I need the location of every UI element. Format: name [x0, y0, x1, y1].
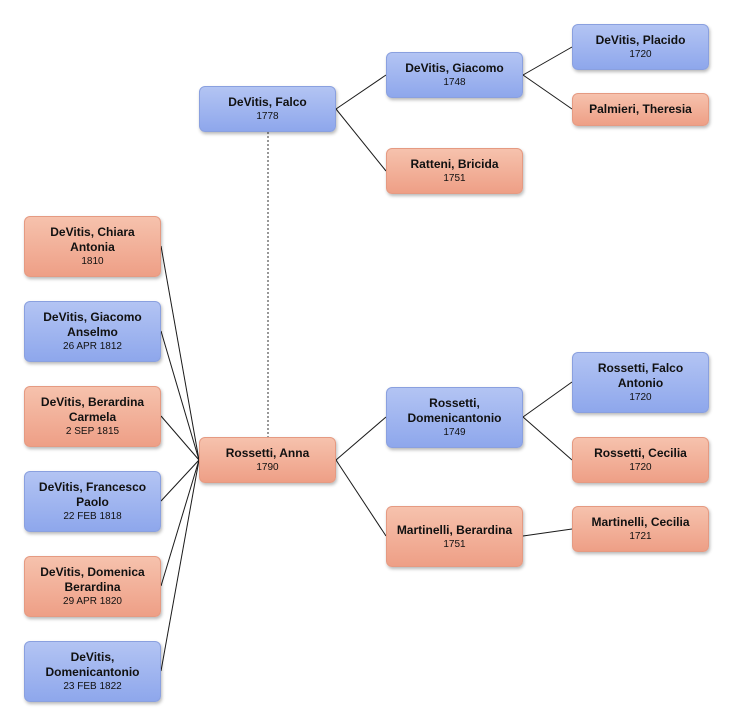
person-date: 1720	[629, 392, 652, 403]
line-child-domenicantonio	[160, 459, 200, 672]
person-date: 1751	[443, 173, 466, 184]
person-card-giacomo-anselmo[interactable]: DeVitis, Giacomo Anselmo 26 APR 1812	[24, 301, 161, 362]
person-card-falco[interactable]: DeVitis, Falco 1778	[199, 86, 336, 132]
line-domenicantonio-cecilia	[522, 416, 573, 461]
person-date: 1720	[629, 49, 652, 60]
person-date: 23 FEB 1822	[63, 681, 122, 692]
person-date: 1720	[629, 462, 652, 473]
line-domenicantonio-falco-antonio	[522, 381, 573, 418]
line-child-francesco	[160, 459, 200, 502]
person-name: Rossetti, Domenicantonio	[407, 396, 502, 425]
person-date: 26 APR 1812	[63, 341, 122, 352]
person-name: DeVitis, Berardina Carmela	[40, 395, 145, 424]
person-date: 2 SEP 1815	[65, 426, 120, 437]
line-anna-domenicantonio	[335, 416, 387, 461]
person-name: Martinelli, Cecilia	[591, 515, 690, 529]
person-name: DeVitis, Francesco Paolo	[38, 480, 147, 509]
person-card-falco-antonio[interactable]: Rossetti, Falco Antonio 1720	[572, 352, 709, 413]
line-giacomo-placido	[522, 46, 573, 76]
person-date: 1748	[443, 77, 466, 88]
person-date: 1790	[256, 462, 279, 473]
person-card-domenicantonio[interactable]: Rossetti, Domenicantonio 1749	[386, 387, 523, 448]
person-card-berardina[interactable]: Martinelli, Berardina 1751	[386, 506, 523, 567]
person-card-placido[interactable]: DeVitis, Placido 1720	[572, 24, 709, 70]
person-card-bricida[interactable]: Ratteni, Bricida 1751	[386, 148, 523, 194]
person-date: 1721	[629, 531, 652, 542]
person-card-domenica[interactable]: DeVitis, Domenica Berardina 29 APR 1820	[24, 556, 161, 617]
person-name: DeVitis, Giacomo Anselmo	[43, 310, 142, 339]
person-card-domenicantonio-child[interactable]: DeVitis, Domenicantonio 23 FEB 1822	[24, 641, 161, 702]
person-card-cecilia-martinelli[interactable]: Martinelli, Cecilia 1721	[572, 506, 709, 552]
person-date: 1749	[443, 427, 466, 438]
person-name: DeVitis, Falco	[228, 95, 307, 109]
line-child-domenica	[160, 459, 200, 587]
person-name: Rossetti, Anna	[225, 446, 310, 460]
person-name: DeVitis, Domenicantonio	[45, 650, 140, 679]
line-anna-berardina	[335, 459, 387, 537]
line-child-berardina-carmela	[160, 415, 200, 461]
person-card-cecilia-rossetti[interactable]: Rossetti, Cecilia 1720	[572, 437, 709, 483]
line-child-chiara	[160, 245, 200, 461]
person-card-anna[interactable]: Rossetti, Anna 1790	[199, 437, 336, 483]
person-card-theresia[interactable]: Palmieri, Theresia	[572, 93, 709, 126]
person-date: 1751	[443, 538, 466, 550]
person-date: 29 APR 1820	[63, 596, 122, 607]
person-date: 1778	[256, 111, 279, 122]
person-name: DeVitis, Giacomo	[405, 61, 504, 75]
person-name: Rossetti, Cecilia	[594, 446, 687, 460]
line-giacomo-theresia	[522, 74, 573, 110]
person-date: 1810	[81, 256, 104, 267]
person-name: Palmieri, Theresia	[589, 102, 692, 116]
person-name: DeVitis, Placido	[595, 33, 686, 47]
person-name: DeVitis, Domenica Berardina	[40, 565, 145, 594]
person-card-berardina-carmela[interactable]: DeVitis, Berardina Carmela 2 SEP 1815	[24, 386, 161, 447]
person-name: DeVitis, Chiara Antonia	[50, 225, 135, 254]
person-name: Ratteni, Bricida	[410, 157, 499, 171]
person-date: 22 FEB 1818	[63, 511, 122, 522]
line-falco-bricida	[335, 108, 387, 172]
person-name: Martinelli, Berardina	[396, 522, 513, 537]
line-child-giacomo-anselmo	[160, 330, 200, 461]
person-card-francesco[interactable]: DeVitis, Francesco Paolo 22 FEB 1818	[24, 471, 161, 532]
line-berardina-cecilia	[522, 528, 573, 537]
line-falco-giacomo	[335, 74, 387, 110]
person-name: Rossetti, Falco Antonio	[597, 361, 684, 390]
person-card-chiara[interactable]: DeVitis, Chiara Antonia 1810	[24, 216, 161, 277]
person-card-giacomo[interactable]: DeVitis, Giacomo 1748	[386, 52, 523, 98]
